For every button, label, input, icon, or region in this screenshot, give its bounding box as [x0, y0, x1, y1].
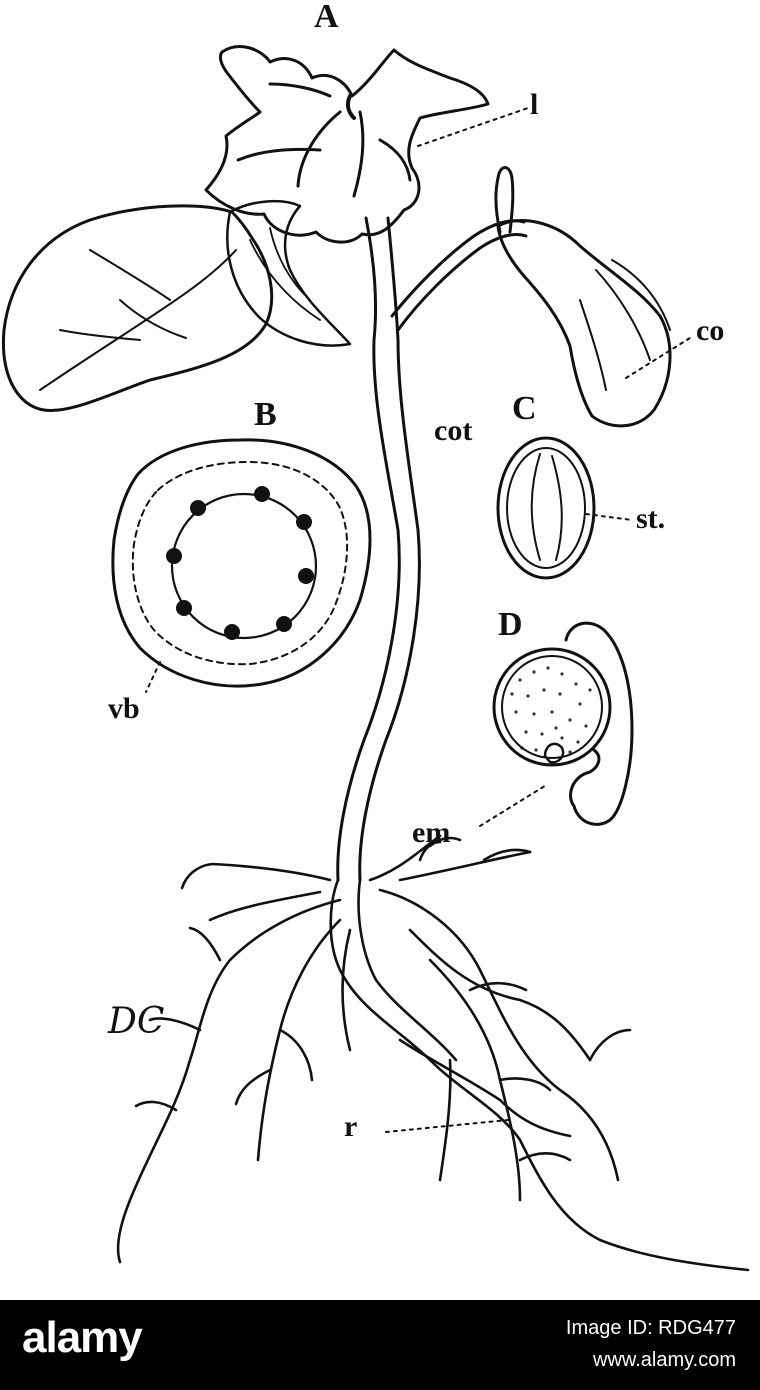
right-cotyledon — [496, 218, 672, 428]
watermark-footer: alamy Image ID: RDG477 www.alamy.com — [0, 1300, 760, 1390]
figure-letter-d: D — [498, 606, 523, 643]
botanical-illustration: A B C D l co cot st. vb em r DC — [1, 0, 750, 1272]
main-stem — [336, 216, 421, 882]
figure-letter-b: B — [254, 396, 277, 433]
left-cotyledon — [1, 204, 274, 413]
seedling-drawing — [1, 45, 750, 1272]
root-system — [116, 834, 750, 1272]
cross-section-b — [111, 438, 372, 688]
seed-c — [496, 436, 596, 580]
top-leaves — [204, 45, 490, 244]
label-vascular-bundle: vb — [108, 692, 140, 725]
label-cotyledon: co — [696, 314, 725, 347]
image-id: Image ID: RDG477 — [565, 1317, 736, 1339]
endosperm-stipple — [510, 666, 592, 754]
site-url: www.alamy.com — [593, 1349, 736, 1371]
label-roots: r — [344, 1110, 358, 1143]
label-stem-cot: cot — [434, 414, 473, 447]
label-embryo: em — [412, 816, 451, 849]
brand-logo: alamy — [22, 1313, 143, 1362]
figure-letter-c: C — [512, 390, 537, 427]
label-leaves: l — [530, 88, 539, 121]
figure-letter-a: A — [314, 0, 339, 35]
leader-lines — [145, 107, 691, 1133]
artist-signature: DC — [108, 1001, 165, 1042]
seed-section-d — [492, 621, 634, 826]
label-seed-coat: st. — [636, 502, 666, 535]
